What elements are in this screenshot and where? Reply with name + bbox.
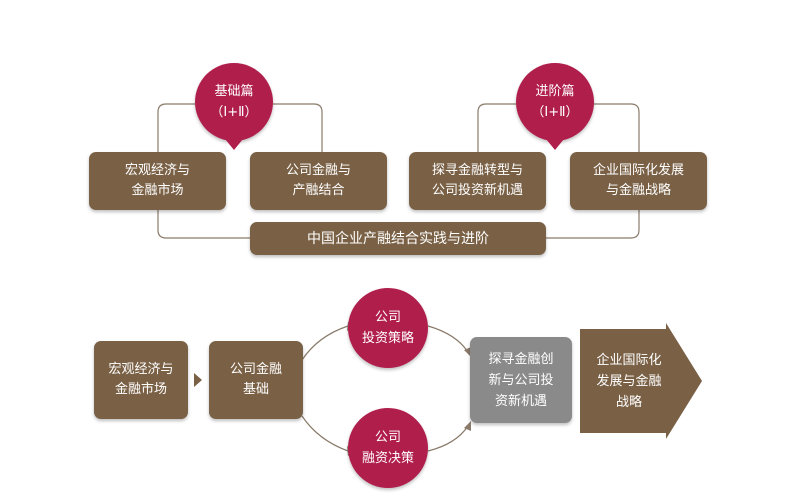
bottom-corporate-basics-label: 公司金融 基础 [229, 362, 282, 397]
curve-from-invest-arrowhead [464, 347, 471, 357]
top-bottom-bar-label: 中国企业产融结合实践与进阶 [307, 230, 489, 247]
international-arrow: 企业国际化 发展与金融 战略 [580, 323, 702, 439]
top-international-box: 企业国际化发展 与金融战略 [570, 152, 707, 210]
basics-circle-title: 基础篇 [214, 84, 254, 99]
advanced-bracket-right [594, 103, 640, 152]
bottom-explore-label: 探寻金融创 新与公司投 资新机遇 [488, 351, 554, 409]
outer-frame-right [546, 210, 640, 239]
macro-to-corporate-arrow [194, 373, 202, 387]
curve-from-finance-arrowhead [464, 421, 471, 431]
curve-from-invest [427, 325, 469, 353]
basics-bracket [157, 103, 195, 152]
top-bottom-bar: 中国企业产融结合实践与进阶 [250, 222, 546, 255]
top-explore-box: 探寻金融转型与 公司投资新机遇 [409, 152, 546, 210]
finance-decision-label: 公司 融资决策 [361, 430, 414, 466]
top-macro-label: 宏观经济与 金融市场 [124, 163, 190, 198]
top-corporate-label: 公司金融与 产融结合 [285, 163, 351, 198]
top-international-label: 企业国际化发展 与金融战略 [592, 163, 684, 198]
top-macro-box: 宏观经济与 金融市场 [89, 152, 226, 210]
basics-circle-pointer [225, 139, 243, 150]
basics-bracket-right [273, 103, 323, 152]
finance-decision-circle: 公司 融资决策 [348, 408, 428, 488]
international-arrow-label: 企业国际化 发展与金融 战略 [596, 352, 662, 410]
advanced-circle-subtitle: （Ⅰ+Ⅱ） [531, 105, 579, 120]
advanced-circle: 进阶篇 （Ⅰ+Ⅱ） [516, 63, 594, 141]
curve-from-finance [427, 425, 469, 452]
advanced-bracket [477, 103, 516, 152]
outer-frame-left [157, 210, 250, 239]
top-explore-label: 探寻金融转型与 公司投资新机遇 [431, 163, 523, 198]
bottom-corporate-basics-box: 公司金融 基础 [209, 341, 303, 419]
basics-circle: 基础篇 （Ⅰ+Ⅱ） [195, 63, 273, 141]
bottom-macro-label: 宏观经济与 金融市场 [108, 362, 174, 397]
advanced-circle-pointer [546, 139, 564, 150]
basics-circle-subtitle: （Ⅰ+Ⅱ） [210, 105, 258, 120]
curve-to-finance [301, 415, 349, 452]
advanced-circle-title: 进阶篇 [535, 84, 575, 99]
invest-strategy-label: 公司 投资策略 [361, 310, 414, 346]
top-corporate-box: 公司金融与 产融结合 [250, 152, 387, 210]
international-arrow-shape [580, 323, 702, 439]
invest-strategy-circle: 公司 投资策略 [348, 288, 428, 368]
bottom-macro-box: 宏观经济与 金融市场 [94, 341, 188, 419]
bottom-explore-box: 探寻金融创 新与公司投 资新机遇 [470, 337, 572, 423]
curve-to-invest [301, 325, 349, 361]
